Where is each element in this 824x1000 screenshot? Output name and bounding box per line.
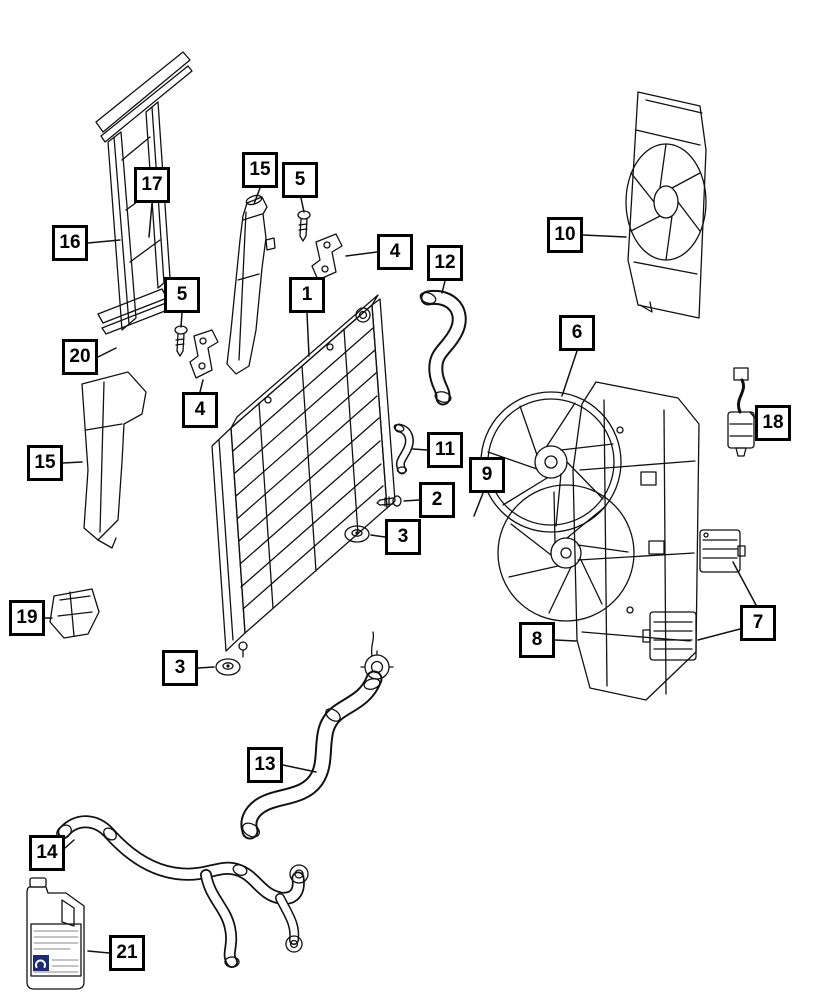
callout-label: 20 (69, 346, 91, 367)
wiring-connector-art (727, 367, 755, 457)
callout-15-bottle[interactable]: 15 (242, 152, 278, 188)
callout-label: 14 (36, 842, 58, 863)
callout-12[interactable]: 12 (427, 245, 463, 281)
callout-label: 16 (59, 232, 81, 253)
callout-label: 19 (16, 607, 38, 628)
callout-4-lower[interactable]: 4 (182, 392, 218, 428)
callout-6[interactable]: 6 (559, 315, 595, 351)
callout-label: 13 (254, 754, 276, 775)
hose-assembly-art (56, 815, 309, 968)
callout-label: 4 (389, 241, 401, 262)
screw-left-art (174, 325, 188, 357)
callout-7[interactable]: 7 (740, 605, 776, 641)
callout-5-upper[interactable]: 5 (282, 162, 318, 198)
callout-label: 12 (434, 252, 456, 273)
callout-13[interactable]: 13 (247, 747, 283, 783)
callout-8[interactable]: 8 (519, 622, 555, 658)
fan-blade-art (480, 391, 635, 622)
radiator-art (211, 294, 396, 658)
leader-lines (44, 187, 757, 954)
callout-21[interactable]: 21 (109, 935, 145, 971)
callout-label: 15 (249, 159, 271, 180)
air-deflector-art (49, 588, 100, 639)
bracket-upper-art (311, 233, 343, 281)
callout-label: 4 (194, 399, 206, 420)
callout-17[interactable]: 17 (134, 167, 170, 203)
air-baffle-art (81, 371, 147, 549)
lower-hose-art (240, 631, 394, 840)
callout-4-upper[interactable]: 4 (377, 234, 413, 270)
callout-label: 9 (481, 464, 493, 485)
callout-label: 8 (531, 629, 543, 650)
bracket-lower-art (189, 329, 219, 379)
callout-16[interactable]: 16 (52, 225, 88, 261)
callout-label: 21 (116, 942, 138, 963)
callout-2[interactable]: 2 (419, 482, 455, 518)
callout-10[interactable]: 10 (547, 217, 583, 253)
screw-small-art (376, 495, 402, 507)
callout-18[interactable]: 18 (755, 405, 791, 441)
callout-label: 6 (571, 322, 583, 343)
callout-label: 2 (431, 489, 443, 510)
callout-20[interactable]: 20 (62, 339, 98, 375)
coolant-jug-art (26, 877, 85, 990)
grommet-left-art (215, 658, 241, 676)
callout-14[interactable]: 14 (29, 835, 65, 871)
callout-label: 10 (554, 224, 576, 245)
callout-label: 5 (176, 284, 188, 305)
callout-1[interactable]: 1 (289, 277, 325, 313)
callout-label: 5 (294, 169, 306, 190)
callout-label: 3 (397, 526, 409, 547)
vent-tube-art (393, 423, 414, 475)
callout-label: 3 (174, 657, 186, 678)
fan-shroud-art (572, 381, 700, 701)
control-modules-art (642, 529, 746, 661)
callout-3-right[interactable]: 3 (385, 519, 421, 555)
callout-label: 17 (141, 174, 163, 195)
callout-label: 18 (762, 412, 784, 433)
callout-label: 15 (34, 452, 56, 473)
fan-module-art (625, 91, 707, 319)
callout-3-left[interactable]: 3 (162, 650, 198, 686)
callout-5-left[interactable]: 5 (164, 277, 200, 313)
grommet-right-art (344, 525, 370, 543)
callout-9[interactable]: 9 (469, 457, 505, 493)
callout-label: 7 (752, 612, 764, 633)
callout-label: 11 (434, 439, 456, 460)
coolant-bottle-art (226, 194, 276, 375)
callout-19[interactable]: 19 (9, 600, 45, 636)
callout-15-baffle[interactable]: 15 (27, 445, 63, 481)
callout-11[interactable]: 11 (427, 432, 463, 468)
upper-hose-art (419, 289, 467, 406)
screw-upper-art (297, 210, 311, 242)
callout-label: 1 (301, 284, 313, 305)
